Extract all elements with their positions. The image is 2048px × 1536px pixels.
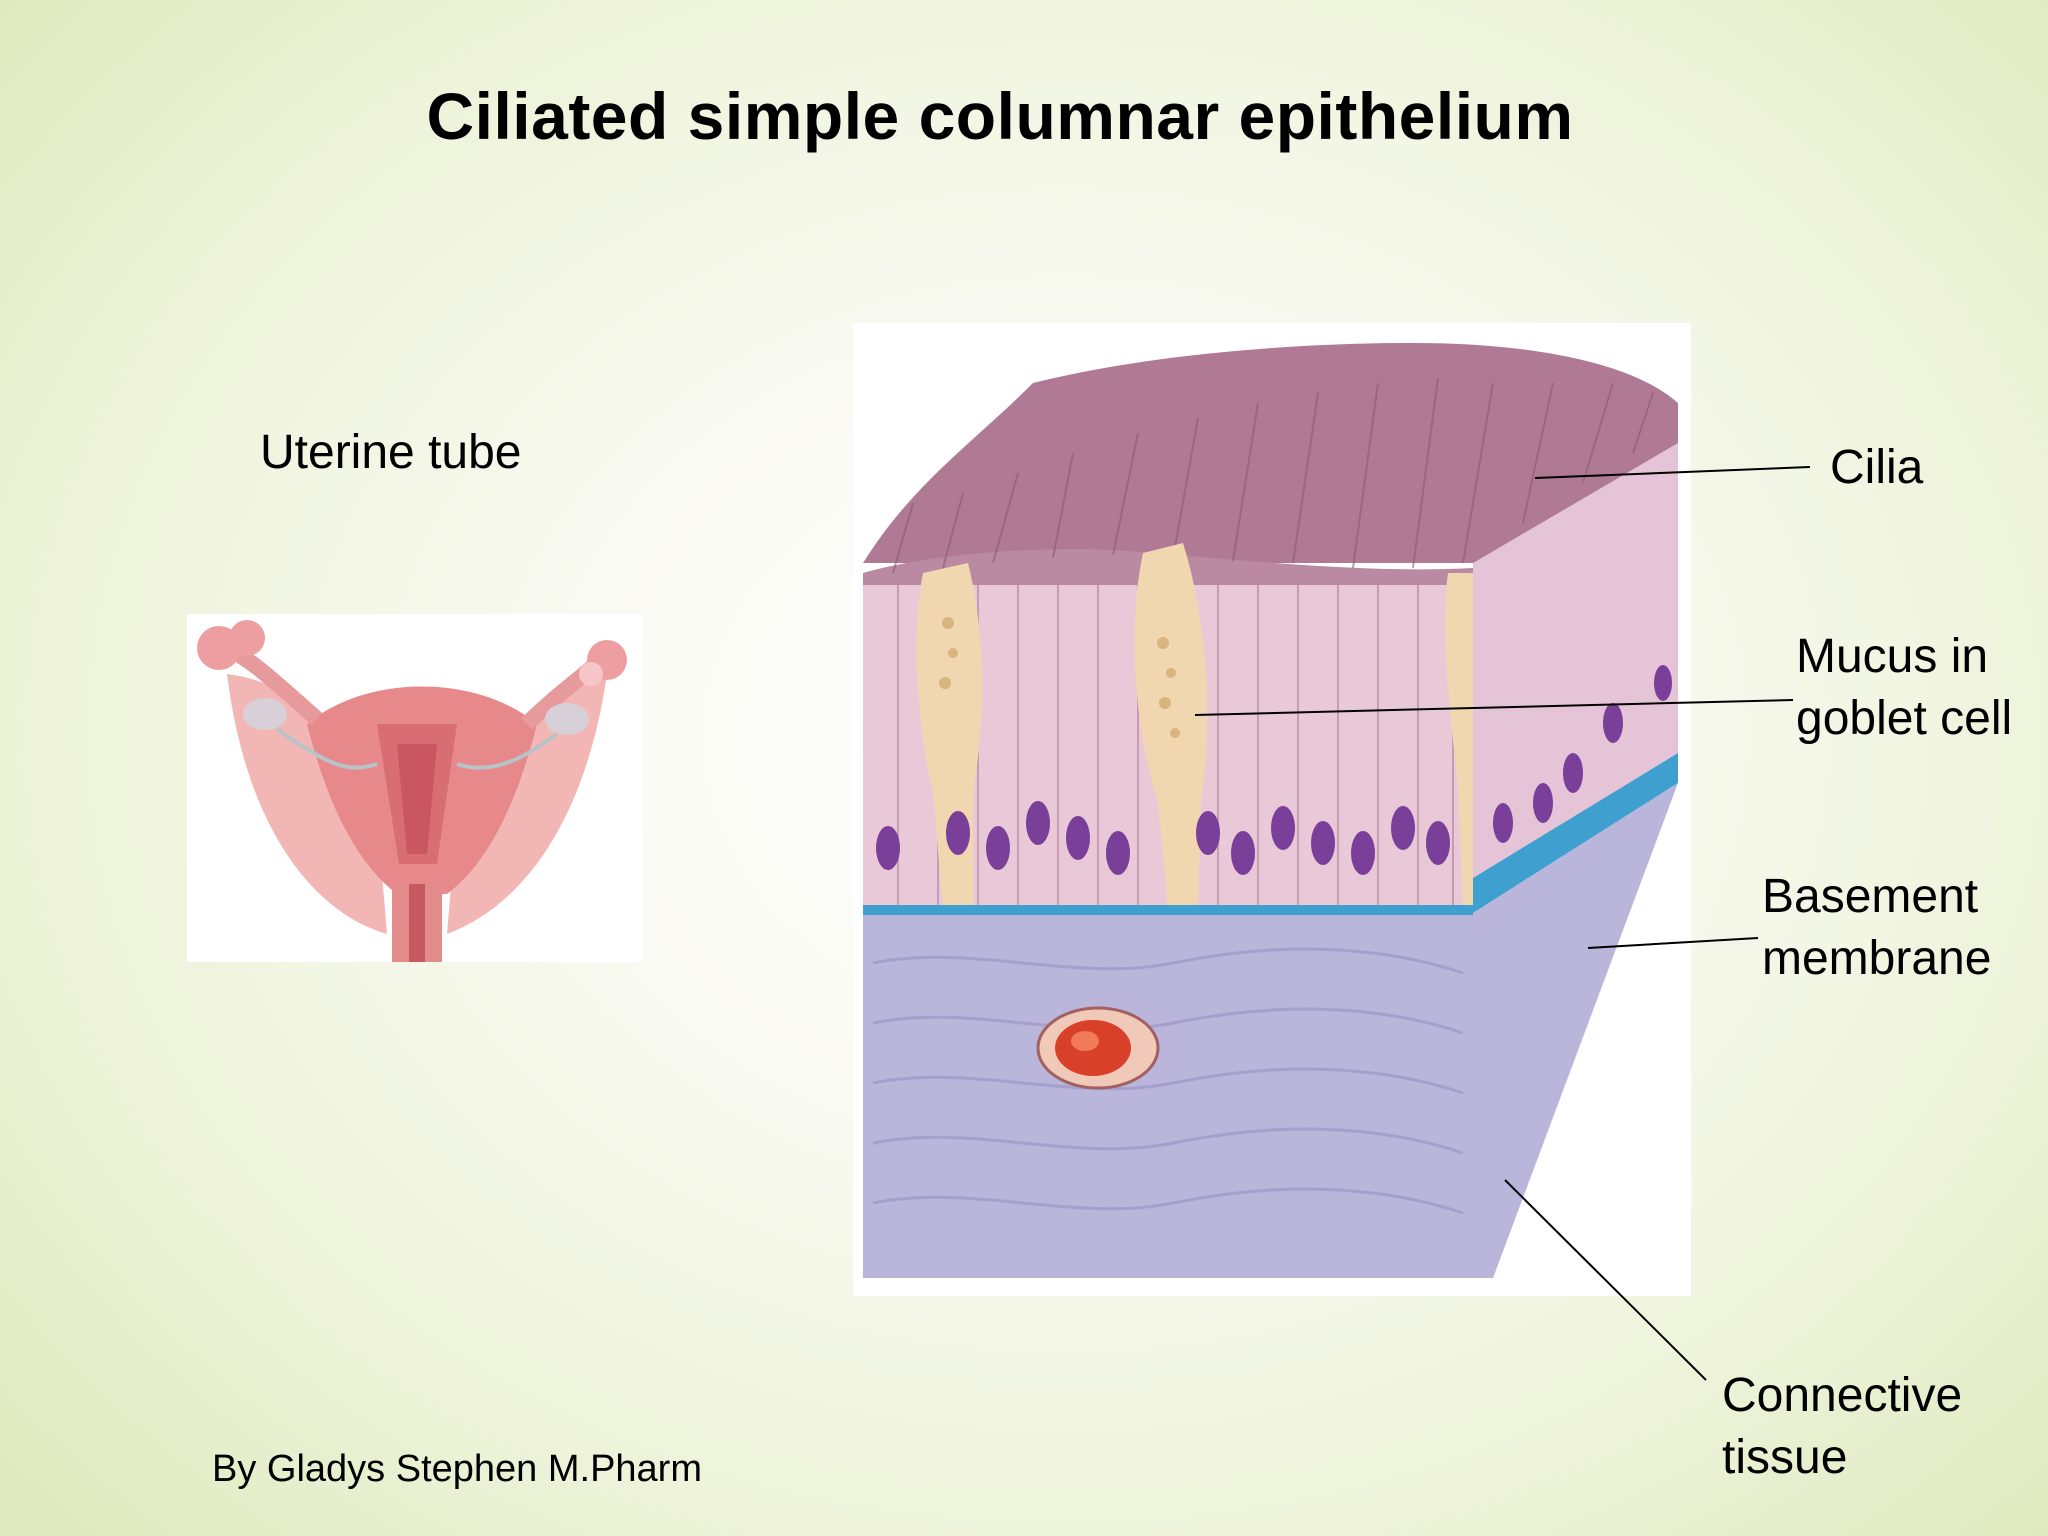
label-cilia: Cilia [1830,441,1924,494]
leader-line-mucus [1194,699,1794,716]
uterus-illustration [187,614,643,962]
inset-label: Uterine tube [260,426,522,479]
label-basement: Basement membrane [1762,870,1992,985]
label-connective: Connective tissue [1722,1369,1963,1484]
label-mucus: Mucus in goblet cell [1796,630,2013,745]
author-credit: By Gladys Stephen M.Pharm [212,1448,702,1490]
epithelium-illustration [853,323,1691,1296]
slide-title: Ciliated simple columnar epithelium [426,79,1574,153]
leader-line-basement [1587,937,1759,949]
leader-line-connective [1504,1179,1707,1381]
leader-line-cilia [1534,466,1811,479]
